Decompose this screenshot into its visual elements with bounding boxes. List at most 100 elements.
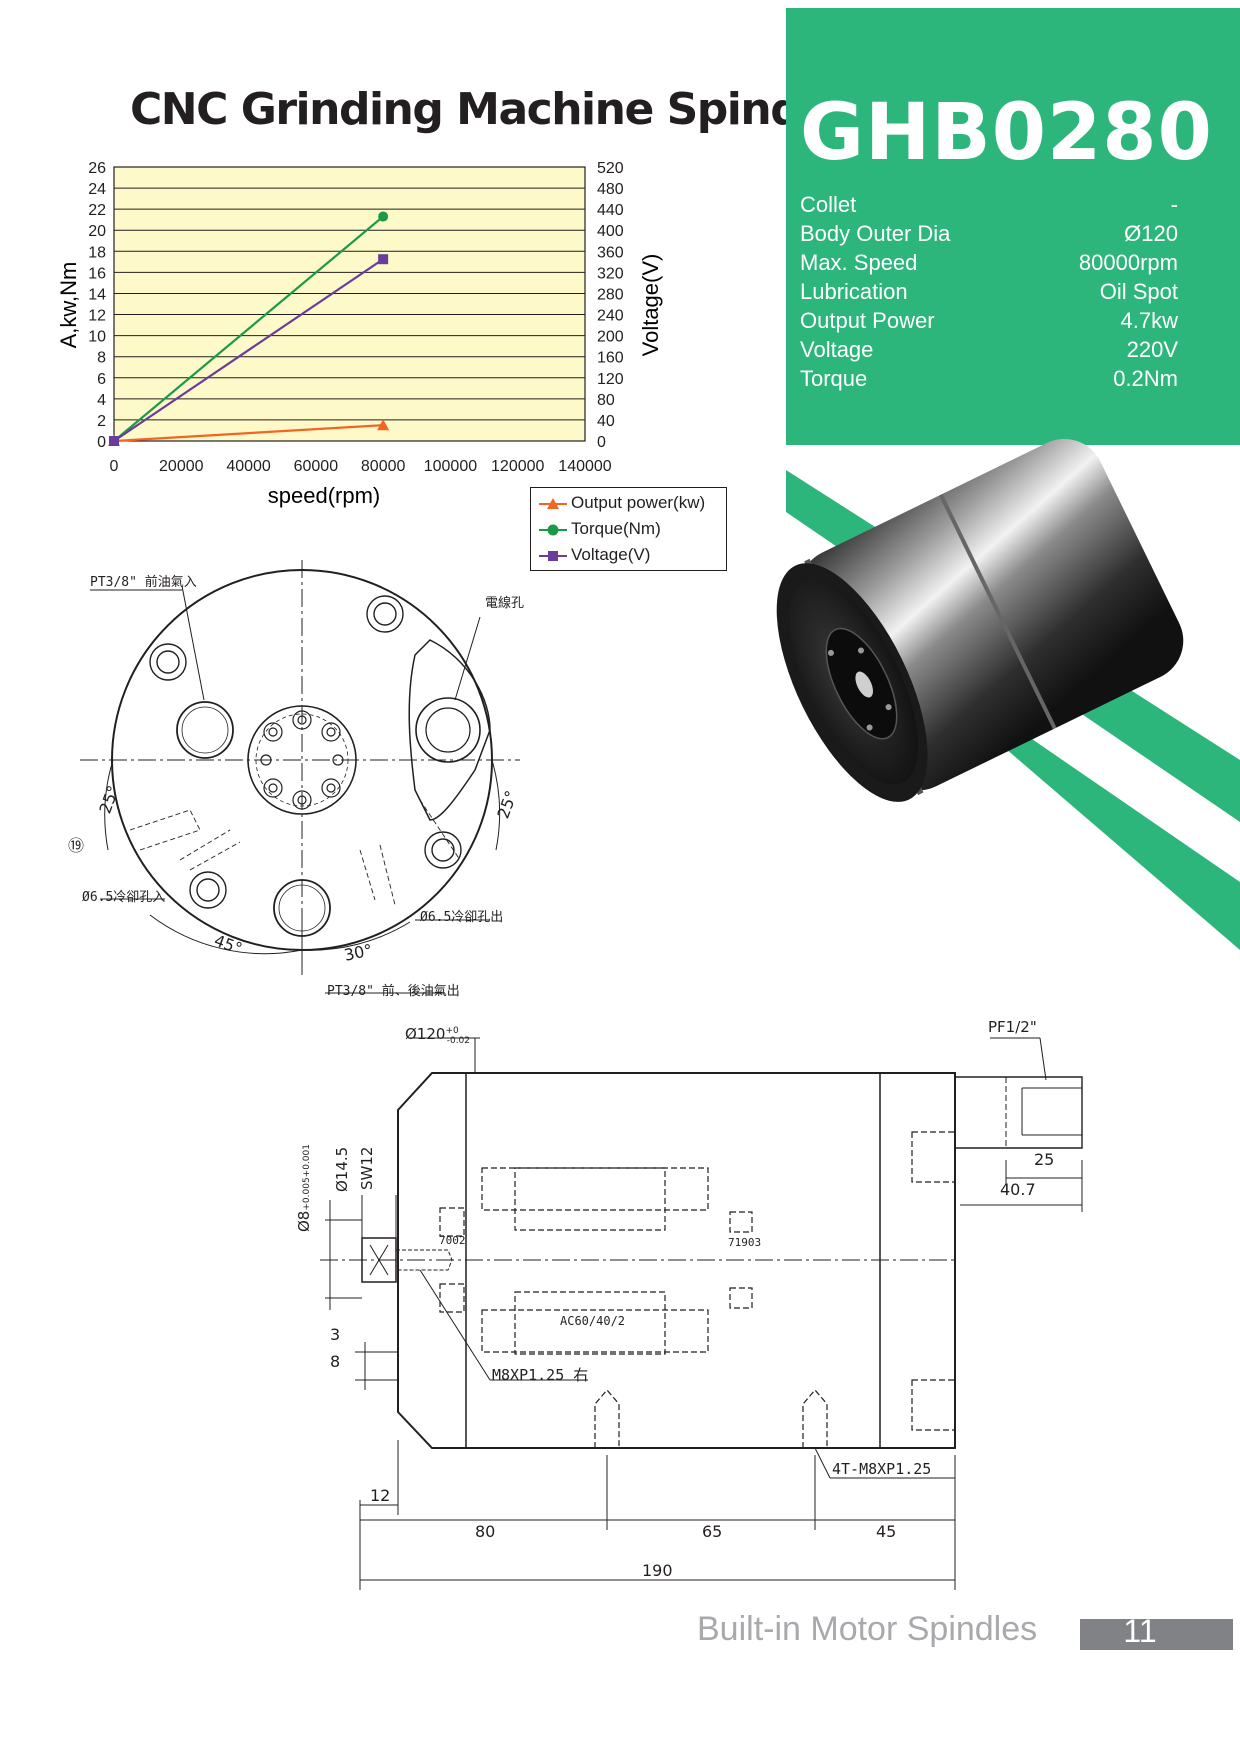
spec-label: Collet <box>800 192 857 217</box>
chart-legend: Output power(kw) Torque(Nm) Voltage(V) <box>530 487 727 571</box>
dia-value: Ø120 <box>405 1025 446 1043</box>
footer-label: Built-in Motor Spindles <box>697 1610 1038 1648</box>
x-tick-labels: 0 20000 40000 60000 80000 100000 120000 140000 <box>110 458 612 475</box>
y-tick-label-left: 26 <box>88 160 106 177</box>
y-tick-label-right: 40 <box>597 413 615 430</box>
spec-value: Oil Spot <box>1099 279 1178 304</box>
legend-voltage: Voltage(V) <box>571 545 651 564</box>
y-tick-label-left: 16 <box>88 265 106 282</box>
label-oil-inlet: PT3/8" 前油氣入 <box>90 575 197 590</box>
y-tick-label-left: 22 <box>88 202 106 219</box>
y-tick-label-right: 400 <box>597 223 624 240</box>
plot-area <box>113 166 586 442</box>
x-tick-label: 140000 <box>558 458 611 475</box>
d8-tol-upper: +0.005 <box>302 1177 312 1211</box>
dim-45: 45 <box>876 1522 897 1541</box>
x-tick-label: 100000 <box>424 458 477 475</box>
d8-tol-lower: +0.001 <box>302 1144 312 1178</box>
spec-row-collet: Collet - <box>800 192 1178 221</box>
series-line <box>113 258 384 442</box>
spec-label: Body Outer Dia <box>800 221 951 246</box>
spec-label: Max. Speed <box>800 250 918 275</box>
x-tick-label: 20000 <box>159 458 204 475</box>
data-point <box>378 254 389 265</box>
label-d14: Ø14.5 <box>333 1146 351 1192</box>
y-tick-label-right: 440 <box>597 202 624 219</box>
y-tick-label-right: 360 <box>597 244 624 261</box>
x-tick-label: 120000 <box>491 458 544 475</box>
label-coolant-inlet: Ø6.5冷卻孔入 <box>82 890 166 905</box>
data-point <box>378 211 389 222</box>
label-shaft-dia: Ø8+0.005+0.001 <box>295 1144 313 1232</box>
x-axis-label: speed(rpm) <box>268 483 380 508</box>
spec-label: Torque <box>800 366 868 391</box>
label-coolant-outlet: Ø6.5冷卻孔出 <box>420 910 504 925</box>
grid-lines <box>114 187 585 421</box>
legend-output-power: Output power(kw) <box>571 493 706 512</box>
page-number-box <box>1080 1619 1233 1650</box>
dim-8: 8 <box>330 1352 341 1371</box>
dim-12: 12 <box>370 1486 391 1505</box>
series-line <box>113 215 384 442</box>
data-point <box>377 419 390 431</box>
spec-label: Voltage <box>800 337 874 362</box>
dim-40-7: 40.7 <box>1000 1180 1036 1199</box>
y-tick-label-right: 480 <box>597 181 624 198</box>
spec-value: 4.7kw <box>1120 308 1178 333</box>
y-tick-label-right: 160 <box>597 350 624 367</box>
y-tick-label-right: 120 <box>597 371 624 388</box>
x-tick-label: 40000 <box>226 458 271 475</box>
spec-label: Output Power <box>800 308 935 333</box>
label-port: PF1/2" <box>988 1018 1037 1036</box>
label-thread-front: M8XP1.25 右 <box>492 1366 589 1384</box>
y-tick-label-left: 4 <box>97 392 106 409</box>
label-cable-hole: 電線孔 <box>485 596 525 611</box>
y-tick-label-left: 2 <box>97 413 106 430</box>
y-tick-label-right: 320 <box>597 265 624 282</box>
model-number: GHB0280 <box>800 88 1213 178</box>
y-tick-label-left: 18 <box>88 244 106 261</box>
label-thread-bottom: 4T-M8XP1.25 <box>832 1460 932 1478</box>
y-tick-label-right: 520 <box>597 160 624 177</box>
x-tick-label: 80000 <box>361 458 406 475</box>
spec-row-lubrication: Lubrication Oil Spot <box>800 279 1178 308</box>
d8-value: Ø8 <box>295 1210 313 1232</box>
page-number: 11 <box>1123 1613 1157 1649</box>
x-tick-label: 0 <box>110 458 119 475</box>
y-tick-label-left: 20 <box>88 223 106 240</box>
spec-value: Ø120 <box>1124 221 1178 246</box>
x-tick-label: 60000 <box>294 458 339 475</box>
data-point <box>109 436 119 446</box>
spec-row-torque: Torque 0.2Nm <box>800 366 1178 395</box>
series-group <box>108 211 390 446</box>
spec-label: Lubrication <box>800 279 908 304</box>
y-tick-label-left: 8 <box>97 350 106 367</box>
spec-value: - <box>1170 192 1178 217</box>
label-bearing-center: AC60/40/2 <box>560 1314 626 1328</box>
y-tick-label-left: 10 <box>88 329 106 346</box>
dim-25: 25 <box>1034 1150 1055 1169</box>
spec-row-output-power: Output Power 4.7kw <box>800 308 1178 337</box>
y-tick-label-right: 0 <box>597 434 606 451</box>
dim-3: 3 <box>330 1325 341 1344</box>
y-tick-label-left: 24 <box>88 181 106 198</box>
y-tick-label-right: 240 <box>597 308 624 325</box>
spec-value: 0.2Nm <box>1113 366 1178 391</box>
y-tick-label-left: 14 <box>88 286 106 303</box>
spec-value: 220V <box>1126 337 1178 362</box>
spec-panel <box>786 8 1240 445</box>
y-tick-label-right: 200 <box>597 329 624 346</box>
label-marker-19: ⑲ <box>68 836 85 855</box>
y-tick-label-left: 12 <box>88 308 106 325</box>
dia-tol-lower: -0.02 <box>446 1036 471 1046</box>
y-tick-label-right: 80 <box>597 392 615 409</box>
dia-tol-upper: +0 <box>445 1026 459 1036</box>
label-body-dia: Ø120+0-0.02 <box>405 1025 470 1046</box>
